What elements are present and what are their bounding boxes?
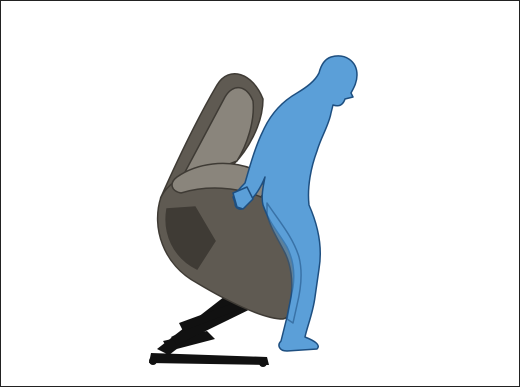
base-rail [149, 353, 269, 365]
foot-front [259, 359, 267, 367]
foot-rear [149, 357, 157, 365]
